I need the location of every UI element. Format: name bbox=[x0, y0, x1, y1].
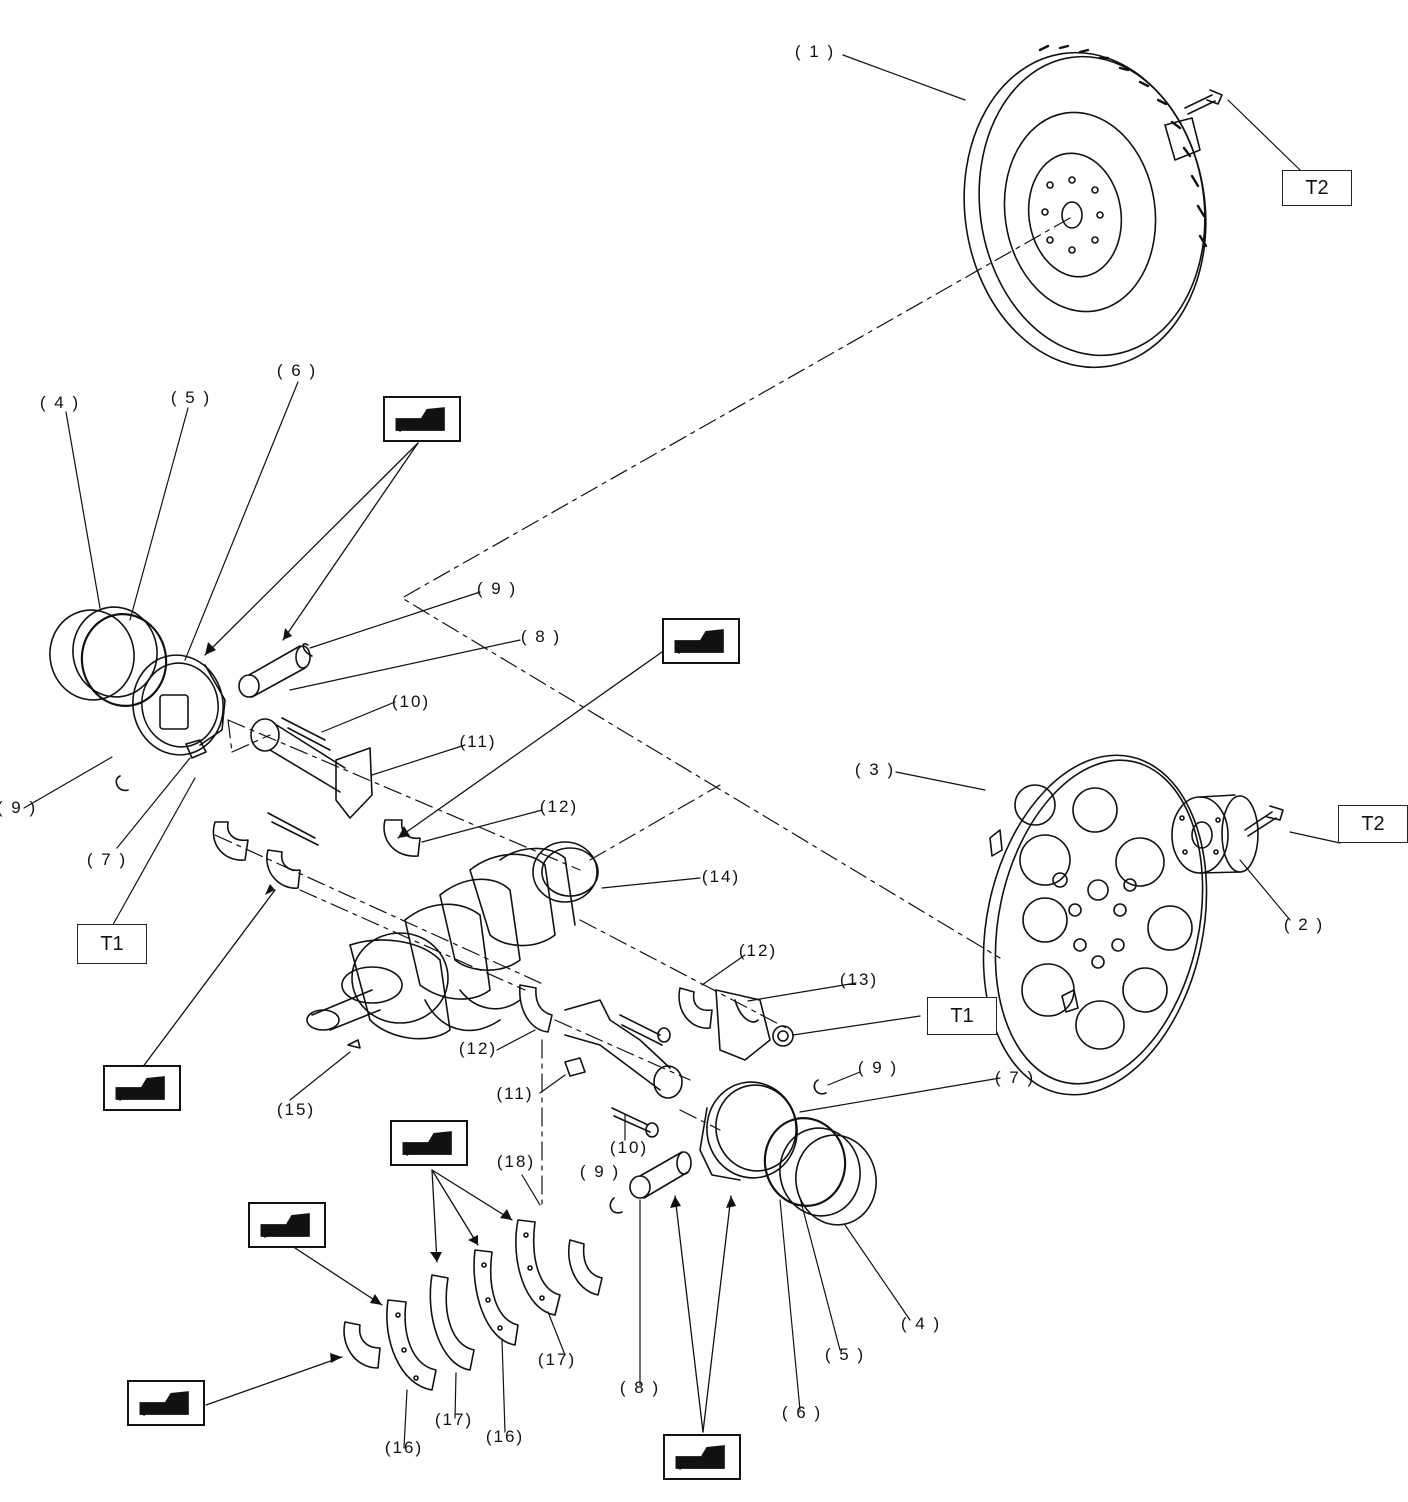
engine-oil-icon bbox=[248, 1202, 326, 1248]
torque-box-flywheel-bolt: T2 bbox=[1282, 170, 1352, 206]
callout-conrod-bearing-upper-left: (12) bbox=[539, 797, 579, 816]
callout-top-ring-right: ( 4 ) bbox=[900, 1314, 942, 1333]
callout-conrod-bearing-right: (12) bbox=[738, 941, 778, 960]
right-connecting-rod bbox=[564, 999, 683, 1138]
right-piston bbox=[699, 1081, 798, 1181]
engine-oil-icon bbox=[103, 1065, 181, 1111]
crank-key bbox=[347, 1039, 361, 1049]
callout-oil-ring-left: ( 6 ) bbox=[276, 361, 318, 380]
right-snap-rings bbox=[609, 1079, 827, 1214]
engine-oil-icon bbox=[662, 618, 740, 664]
arrowheads bbox=[205, 628, 736, 1363]
right-conrod-nut bbox=[772, 1025, 794, 1047]
lower-conrod-bearing bbox=[519, 984, 553, 1033]
callout-main-bearing-17-right: (17) bbox=[537, 1350, 577, 1369]
left-piston bbox=[132, 654, 226, 756]
callout-conrod-bolt-right: (10) bbox=[609, 1138, 649, 1157]
torque-box-drive-plate-bolt: T2 bbox=[1338, 805, 1408, 843]
callout-piston-left: ( 7 ) bbox=[86, 850, 128, 869]
callout-drive-plate: ( 3 ) bbox=[854, 760, 896, 779]
engine-oil-icon bbox=[127, 1380, 205, 1426]
callout-snap-ring-upper: ( 9 ) bbox=[476, 579, 518, 598]
left-piston-rings bbox=[49, 606, 168, 707]
flywheel bbox=[963, 44, 1223, 369]
callout-flywheel: ( 1 ) bbox=[794, 42, 836, 61]
right-piston-pin bbox=[629, 1151, 692, 1199]
callout-snap-ring-right: ( 9 ) bbox=[857, 1058, 899, 1077]
right-piston-rings bbox=[763, 1117, 877, 1226]
engine-oil-icon bbox=[390, 1120, 468, 1166]
callout-piston-right: ( 7 ) bbox=[994, 1068, 1036, 1087]
crankshaft bbox=[306, 841, 599, 1040]
left-snap-rings bbox=[115, 643, 313, 792]
main-bearings bbox=[343, 1219, 603, 1391]
callout-conrod-left: (11) bbox=[459, 732, 497, 751]
callout-main-bearing-16-left: (16) bbox=[384, 1438, 424, 1457]
engine-oil-icon bbox=[383, 396, 461, 442]
callout-crankshaft: (14) bbox=[701, 867, 741, 886]
callout-oil-ring-right: ( 6 ) bbox=[781, 1403, 823, 1422]
callout-main-bearing-16-right: (16) bbox=[485, 1427, 525, 1446]
engine-oil-icon bbox=[663, 1434, 741, 1480]
callout-second-ring-right: ( 5 ) bbox=[824, 1345, 866, 1364]
callout-second-ring-left: ( 5 ) bbox=[170, 388, 212, 407]
torque-box-conrod-nut-left: T1 bbox=[77, 924, 147, 964]
callout-snap-ring-lower: ( 9 ) bbox=[579, 1162, 621, 1181]
callout-conrod-bolt-left: (10) bbox=[391, 692, 431, 711]
callout-conrod-cap: (13) bbox=[839, 970, 879, 989]
left-piston-pin bbox=[238, 645, 311, 698]
drive-plate bbox=[982, 754, 1208, 1096]
callout-conrod-bearing-lower: (12) bbox=[458, 1039, 498, 1058]
right-conrod-cap bbox=[715, 989, 771, 1061]
callout-crank-key: (15) bbox=[276, 1100, 316, 1119]
torque-box-conrod-nut-right: T1 bbox=[927, 997, 997, 1035]
drive-plate-spacer bbox=[1171, 794, 1284, 874]
left-connecting-rod bbox=[250, 717, 373, 846]
left-conrod-bearings bbox=[185, 739, 421, 889]
callout-thrust-bearing: (18) bbox=[496, 1152, 536, 1171]
callout-snap-ring-left: ( 9 ) bbox=[0, 798, 38, 817]
leader-lines bbox=[23, 54, 1341, 1449]
callout-conrod-right: (11) bbox=[496, 1084, 534, 1103]
callout-top-ring-left: ( 4 ) bbox=[39, 393, 81, 412]
callout-main-bearing-17-left: (17) bbox=[434, 1410, 474, 1429]
oil-arrows bbox=[141, 442, 732, 1433]
callout-piston-pin-left: ( 8 ) bbox=[520, 627, 562, 646]
callout-drive-plate-spacer: ( 2 ) bbox=[1283, 915, 1325, 934]
callout-piston-pin-right: ( 8 ) bbox=[619, 1378, 661, 1397]
assembly-lines bbox=[214, 217, 1071, 1211]
right-conrod-bearing-upper bbox=[678, 987, 713, 1029]
